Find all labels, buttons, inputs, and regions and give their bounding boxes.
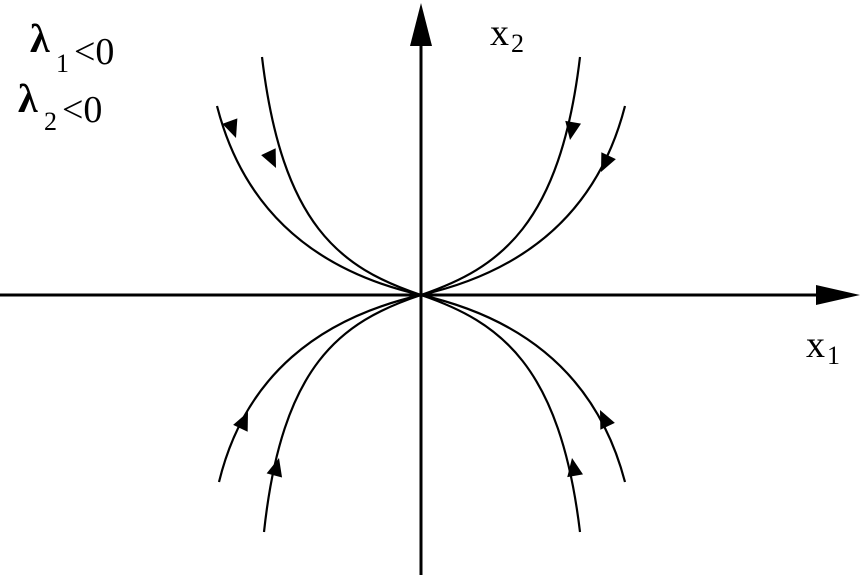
eigenvalue-2-condition: <0 — [62, 89, 102, 131]
trajectory-arrow-icon — [567, 458, 584, 478]
trajectory-arrow-icon — [266, 458, 283, 478]
eigenvalue-2-symbol: λ — [18, 76, 38, 121]
eigenvalue-1-index: 1 — [56, 49, 69, 78]
trajectory-upper-left-outer — [215, 105, 422, 297]
eigenvalue-1-condition: <0 — [74, 31, 114, 73]
x1-axis-label: x 1 — [806, 324, 840, 370]
trajectory-arrow-icon — [600, 410, 615, 430]
eigenvalue-label-1: λ 1 <0 — [30, 16, 114, 78]
x2-axis-label: x 2 — [490, 12, 524, 58]
trajectory-arrow-icon — [233, 412, 248, 432]
x2-axis-label-name: x — [490, 12, 509, 54]
x1-axis-arrow-icon — [816, 285, 860, 305]
trajectory-lower-left-inner — [262, 293, 422, 533]
eigenvalue-2-index: 2 — [44, 107, 57, 136]
x1-axis-label-name: x — [806, 324, 825, 366]
trajectory-arrow-icon — [601, 152, 616, 172]
trajectory-lower-right-inner — [420, 293, 582, 533]
eigenvalue-label-2: λ 2 <0 — [18, 76, 102, 136]
x1-axis-label-index: 1 — [827, 341, 840, 370]
eigenvalue-1-symbol: λ — [30, 16, 50, 61]
x2-axis-arrow-icon — [410, 3, 432, 46]
trajectory-lower-left-outer — [217, 293, 422, 483]
trajectory-upper-left-inner — [260, 56, 422, 297]
trajectory-arrow-icon — [222, 118, 238, 138]
trajectory-lower-right-outer — [420, 293, 627, 483]
trajectory-arrow-icon — [261, 148, 276, 168]
x2-axis-label-index: 2 — [511, 29, 524, 58]
trajectory-arrow-icon — [565, 120, 582, 140]
trajectory-upper-right-inner — [420, 56, 582, 297]
trajectory-upper-right-outer — [420, 105, 627, 297]
